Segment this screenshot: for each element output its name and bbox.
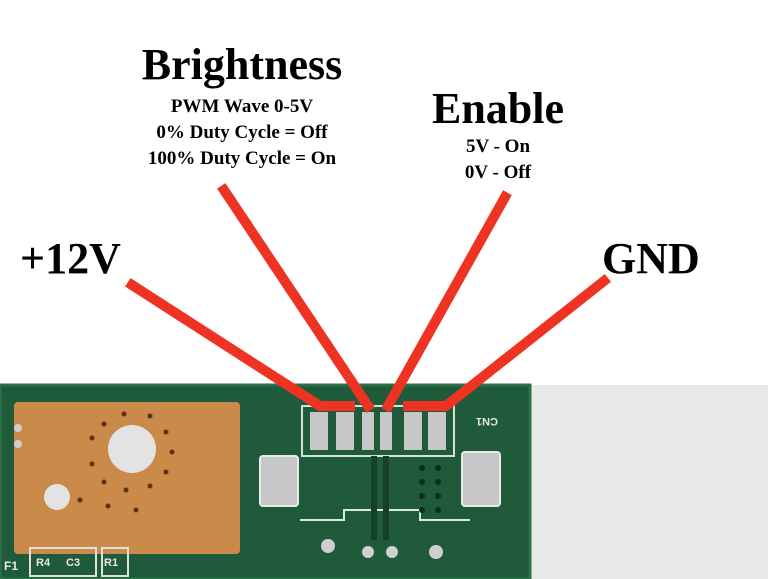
leader-line-gnd xyxy=(403,273,612,411)
leader-line-brightness xyxy=(217,183,375,413)
silkscreen-r4: R4 xyxy=(36,557,51,569)
silkscreen-c3: C3 xyxy=(66,557,80,569)
silkscreen-r1: R1 xyxy=(104,557,118,569)
ground-label: GND xyxy=(602,234,700,283)
via-grid xyxy=(419,465,441,513)
silkscreen-f1: F1 xyxy=(4,559,18,573)
backdrop xyxy=(520,385,768,579)
copper-pad xyxy=(14,402,240,554)
mounting-hole xyxy=(108,425,156,473)
mounting-hole xyxy=(44,484,70,510)
connector-pads xyxy=(310,412,446,450)
brightness-line-2: 0% Duty Cycle = Off xyxy=(156,122,328,143)
leader-line-12v xyxy=(125,278,355,411)
side-pad-left xyxy=(259,455,299,507)
brightness-title: Brightness xyxy=(141,40,343,89)
enable-title: Enable xyxy=(431,84,565,133)
brightness-line-3: 100% Duty Cycle = On xyxy=(147,148,337,169)
power-label: +12V xyxy=(20,234,121,283)
enable-line-1: 5V - On xyxy=(465,136,531,157)
brightness-line-1: PWM Wave 0-5V xyxy=(170,96,314,117)
leader-line-enable xyxy=(381,190,512,413)
enable-line-2: 0V - Off xyxy=(464,162,532,183)
leader-lines xyxy=(125,183,612,413)
side-pad-right xyxy=(461,451,501,507)
via-dots xyxy=(77,411,175,513)
silkscreen-cn1: CN1 xyxy=(476,415,498,427)
